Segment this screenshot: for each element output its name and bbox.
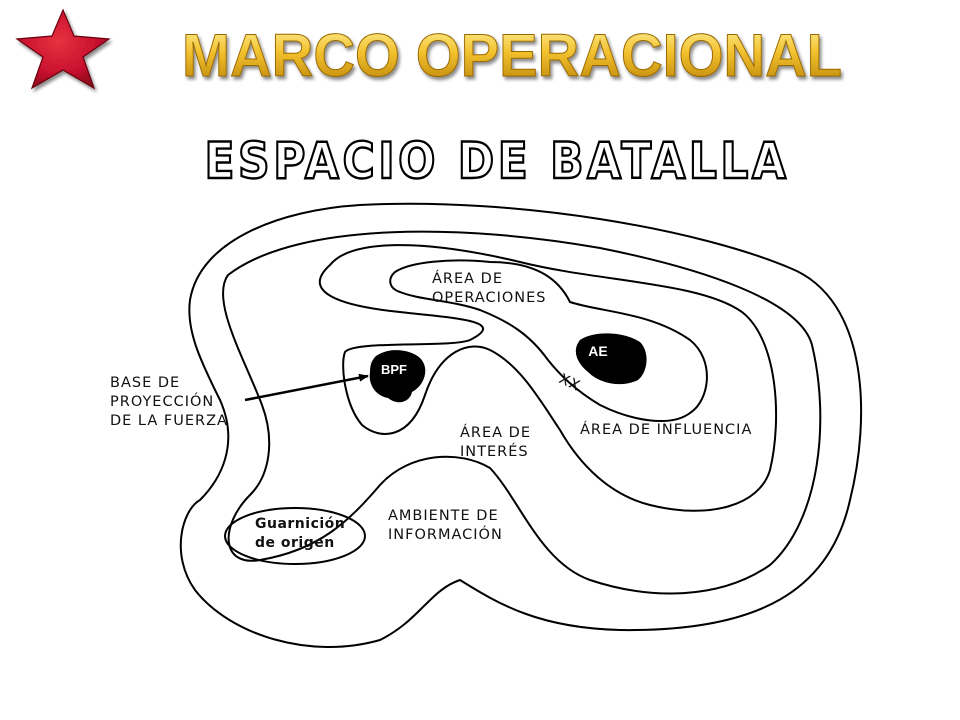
label-line: BASE DE: [110, 375, 180, 391]
label-ambiente-informacion: AMBIENTE DE INFORMACIÓN: [388, 508, 503, 543]
label-line: Guarnición: [255, 516, 345, 532]
label-line: PROYECCIÓN: [110, 392, 214, 410]
guarnicion-ellipse: [224, 507, 366, 565]
label-area-interes: ÁREA DE INTERÉS: [460, 424, 531, 460]
bpf-arrow: [244, 373, 369, 402]
label-line: INTERÉS: [460, 443, 529, 460]
bpf-blob: BPF: [369, 350, 426, 403]
slide-title: MARCO OPERACIONAL: [182, 22, 842, 89]
label-line: ÁREA DE: [460, 424, 531, 441]
label-line: INFORMACIÓN: [388, 525, 503, 543]
innermost-contour-area-operaciones: [389, 259, 708, 422]
label-line: de origen: [255, 535, 335, 551]
bpf-label: BPF: [381, 362, 407, 377]
battlespace-diagram: [179, 202, 863, 648]
inner-contour-area-influencia: [318, 244, 778, 512]
slide-subtitle: ESPACIO DE BATALLA: [205, 132, 790, 190]
label-area-operaciones: ÁREA DE OPERACIONES: [432, 270, 547, 306]
label-base-proyeccion: BASE DE PROYECCIÓN DE LA FUERZA: [110, 375, 228, 429]
label-guarnicion: Guarnición de origen: [255, 516, 345, 551]
label-line: ÁREA DE: [432, 270, 503, 287]
middle-contour-area-interes: [222, 230, 822, 595]
label-area-influencia: ÁREA DE INFLUENCIA: [580, 421, 752, 438]
label-line: DE LA FUERZA: [110, 413, 228, 429]
label-line: AMBIENTE DE: [388, 508, 499, 524]
label-line: OPERACIONES: [432, 290, 547, 306]
outer-contour-ambiente-informacion: [179, 202, 863, 648]
ae-blob: AE: [575, 333, 647, 385]
ae-label: AE: [588, 343, 607, 359]
red-star-icon: [15, 8, 111, 90]
